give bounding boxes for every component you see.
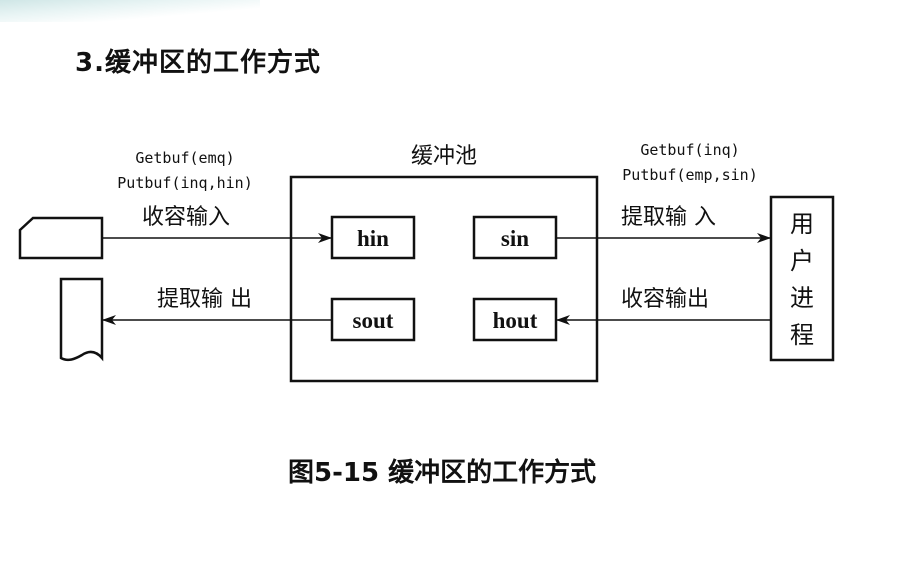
buffer-pool-label: 缓冲池 [411, 144, 477, 169]
document-tape-icon [59, 277, 104, 362]
left-getbuf-call: Getbuf(emq) [135, 149, 234, 167]
user-process-box [769, 195, 835, 362]
user-process-char: 户 [790, 247, 814, 275]
punched-card-icon [18, 216, 104, 260]
right-input-label: 提取输 入 [621, 205, 716, 230]
buffer-sout: sout [330, 297, 416, 342]
right-putbuf-call: Putbuf(emp,sin) [622, 166, 757, 184]
buffer-sout-label: sout [353, 308, 394, 333]
buffer-sin-label: sin [501, 226, 529, 251]
user-process-char: 进 [790, 284, 814, 312]
right-getbuf-call: Getbuf(inq) [640, 141, 739, 159]
user-process-char: 用 [790, 210, 814, 238]
user-process-char: 程 [790, 321, 814, 349]
left-input-label: 收容输入 [142, 205, 230, 230]
buffer-pool-box [289, 175, 599, 383]
buffer-hout: hout [472, 297, 558, 342]
left-output-label: 提取输 出 [157, 287, 252, 312]
buffer-hin-label: hin [357, 226, 389, 251]
buffer-hout-label: hout [493, 308, 538, 333]
figure-caption: 图5-15 缓冲区的工作方式 [288, 458, 597, 488]
buffer-sin: sin [472, 215, 558, 260]
buffer-hin: hin [330, 215, 416, 260]
corner-decoration [0, 0, 260, 22]
right-output-label: 收容输出 [621, 287, 709, 312]
left-putbuf-call: Putbuf(inq,hin) [117, 174, 252, 192]
section-heading: 3.缓冲区的工作方式 [75, 48, 321, 78]
